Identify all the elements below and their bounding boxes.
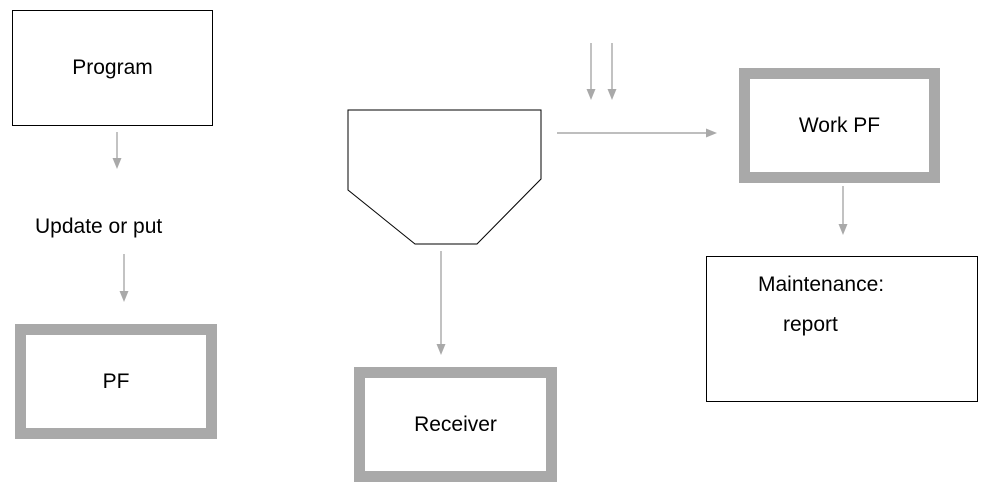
maintenance-label-line2: report — [783, 313, 838, 336]
work-pf-box: Work PF — [739, 68, 940, 183]
arrow-funnel-to-receiver — [436, 251, 446, 355]
work-pf-label: Work PF — [798, 113, 881, 137]
program-box: Program — [12, 10, 213, 126]
maintenance-label-line1: Maintenance: — [758, 273, 885, 296]
maintenance-report-box: Maintenance: report — [706, 256, 978, 402]
pf-label: PF — [102, 369, 130, 393]
receiver-box: Receiver — [354, 367, 557, 482]
arrow-update-to-pf — [119, 254, 129, 302]
arrow-workpf-to-maintenance — [838, 186, 848, 235]
input-arrow-1 — [586, 43, 596, 100]
receiver-label: Receiver — [414, 412, 497, 436]
program-label: Program — [72, 56, 153, 79]
pf-box: PF — [15, 324, 217, 439]
arrow-program-to-update — [112, 132, 122, 169]
arrow-funnel-to-workpf — [557, 128, 717, 138]
funnel-shape — [347, 109, 542, 245]
update-or-put-label: Update or put — [35, 215, 163, 238]
input-arrow-2 — [607, 43, 617, 100]
